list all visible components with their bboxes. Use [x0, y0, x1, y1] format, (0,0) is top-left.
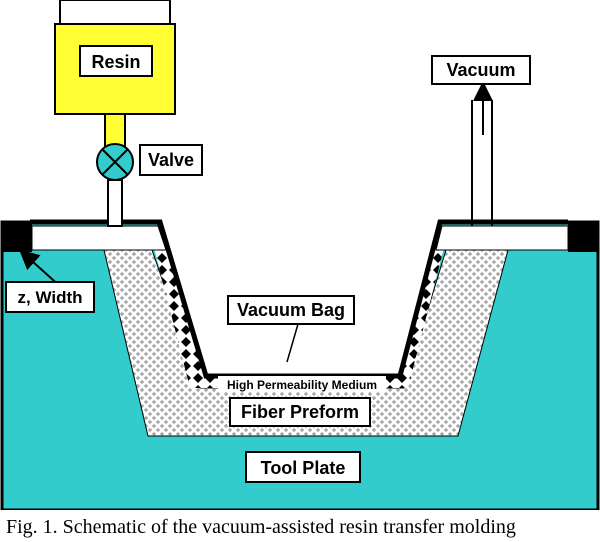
resin-feed-neck	[104, 113, 126, 149]
sealant-tape-left	[2, 222, 32, 252]
valve-label: Valve	[139, 144, 203, 176]
figure-caption: Fig. 1. Schematic of the vacuum-assisted…	[6, 516, 516, 538]
width-label: z, Width	[5, 281, 95, 313]
svg-text:Valve: Valve	[148, 150, 194, 170]
resin-label: Resin	[79, 45, 153, 77]
svg-text:Vacuum Bag: Vacuum Bag	[237, 300, 345, 320]
valve-cross-icon	[102, 149, 128, 175]
svg-text:Fiber Preform: Fiber Preform	[241, 402, 359, 422]
svg-text:High Permeability Medium: High Permeability Medium	[227, 378, 377, 392]
svg-text:Resin: Resin	[91, 52, 140, 72]
medium-label: High Permeability Medium	[218, 376, 386, 392]
tool-plate-label: Tool Plate	[245, 451, 361, 483]
vacuum-label: Vacuum	[431, 55, 531, 85]
vacuum-bag-label: Vacuum Bag	[227, 295, 355, 325]
resin-reservoir-top	[59, 0, 171, 25]
resin-feed-line	[107, 179, 123, 227]
vartm-schematic: Resin Valve Vacuum z, Width Vacuum Bag H…	[0, 0, 600, 510]
right-flange-channel	[435, 225, 569, 251]
svg-text:Vacuum: Vacuum	[446, 60, 515, 80]
sealant-tape-right	[568, 222, 598, 252]
svg-text:Tool Plate: Tool Plate	[261, 458, 346, 478]
left-flange-channel	[31, 225, 167, 251]
svg-text:z, Width: z, Width	[18, 288, 83, 307]
vacuum-port	[471, 100, 493, 226]
vacuum-bag-leader	[286, 323, 299, 363]
preform-label: Fiber Preform	[229, 397, 371, 427]
